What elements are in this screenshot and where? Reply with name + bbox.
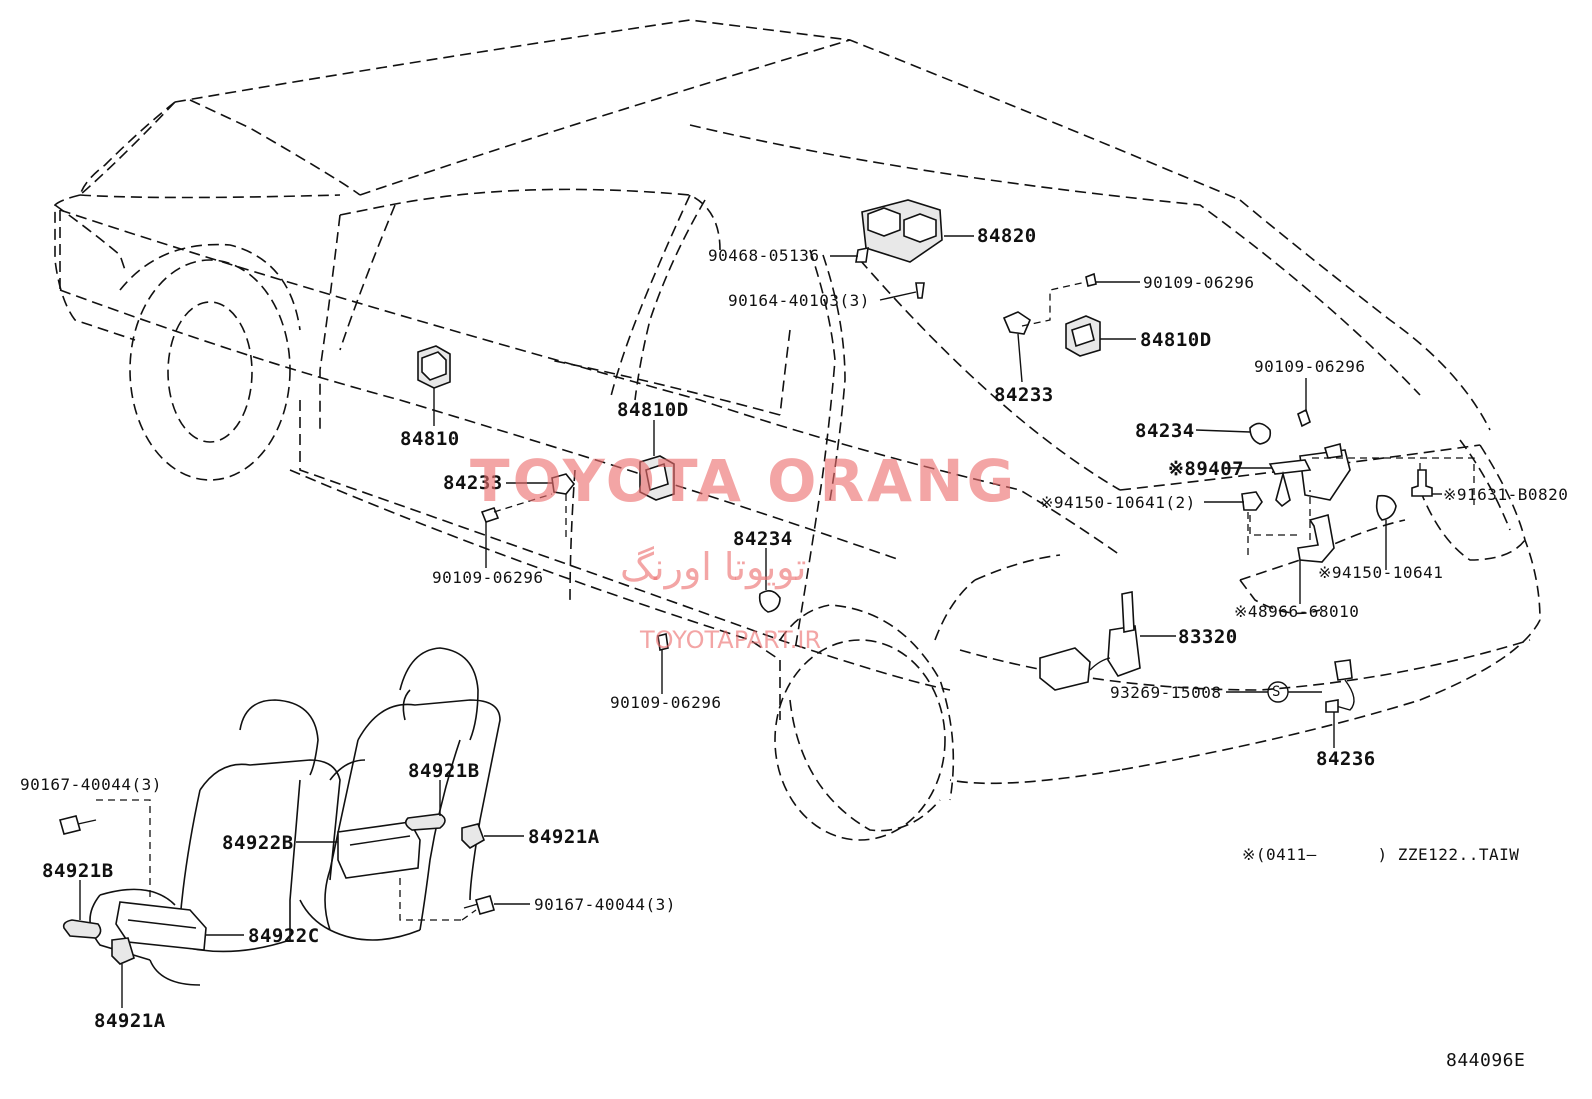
label-89407: ※89407 [1168, 458, 1245, 480]
label-90164-40103: 90164-40103(3) [728, 291, 870, 310]
label-90468-05136: 90468-05136 [708, 246, 820, 265]
rear-seat-drawing [89, 647, 501, 986]
applicability-note: ※(0411— ) ZZE122..TAIW [1242, 845, 1520, 864]
label-84820: 84820 [977, 225, 1037, 247]
seat-switch-84922C [115, 901, 207, 951]
label-84921B-lower: 84921B [42, 860, 114, 882]
knob-84921B-lower [62, 919, 102, 939]
screw-90109-top [1085, 272, 1097, 287]
switch-84233-right [1002, 311, 1031, 335]
nut-94150-a [1241, 491, 1263, 511]
switch-84233-middle [551, 473, 576, 495]
sensor-84236 [1325, 659, 1355, 713]
label-84922B: 84922B [222, 832, 294, 854]
label-90109-06296-top: 90109-06296 [1143, 273, 1255, 292]
label-90167-40044-a: 90167-40044(3) [20, 775, 162, 794]
label-93269-15008: 93269-15008 [1110, 683, 1222, 702]
knob-84921A-upper [461, 823, 485, 849]
screw-90109-lower [657, 633, 669, 651]
grommet-84234-middle [758, 590, 781, 613]
seat-switch-84922B [337, 821, 421, 879]
car-outline [54, 19, 1541, 841]
actuator-83320 [1039, 591, 1141, 691]
knob-84921A-lower [111, 937, 135, 965]
knob-84921B-upper [404, 813, 446, 831]
watermark-title: TOYOTA ORANG [470, 447, 1018, 515]
label-84922C: 84922C [248, 925, 320, 947]
screw-90109-right [1297, 408, 1311, 428]
circle-s-mark: S [1272, 684, 1281, 700]
label-84810D-middle: 84810D [617, 399, 689, 421]
label-94150-10641-2: ※94150-10641(2) [1040, 493, 1196, 512]
label-90109-06296-right: 90109-06296 [1254, 357, 1366, 376]
screw-90167-a [59, 815, 81, 835]
label-84236: 84236 [1316, 748, 1376, 770]
label-48966-68010: ※48966-68010 [1234, 602, 1360, 621]
label-84810: 84810 [400, 428, 460, 450]
label-90109-06296-left: 90109-06296 [432, 568, 544, 587]
label-90167-40044-b: 90167-40044(3) [534, 895, 676, 914]
grommet-84234-right [1249, 422, 1272, 445]
clip-90468 [855, 246, 869, 263]
screw-90164 [915, 282, 925, 299]
screw-90167-b [475, 895, 495, 915]
label-84810D-right: 84810D [1140, 329, 1212, 351]
label-84234-right: 84234 [1135, 420, 1195, 442]
watermark-persian: تویوتا اورنگ [620, 545, 807, 589]
master-switch-84820 [861, 199, 943, 263]
watermark-url: TOYOTAPART.IR [640, 626, 822, 654]
diagram-id: 844096E [1446, 1050, 1526, 1071]
height-sensor-89407 [1268, 443, 1351, 508]
label-90109-06296-lower: 90109-06296 [610, 693, 722, 712]
label-84233-middle: 84233 [443, 472, 503, 494]
label-84921B-upper: 84921B [408, 760, 480, 782]
switch-84810D-right [1065, 315, 1101, 357]
label-84234-middle: 84234 [733, 528, 793, 550]
label-91631-B0820: ※91631-B0820 [1443, 485, 1569, 504]
nut-94150-b [1375, 494, 1397, 521]
label-84921A-lower: 84921A [94, 1010, 166, 1032]
label-84233-right: 84233 [994, 384, 1054, 406]
bolt-91631 [1411, 469, 1433, 497]
label-84921A-upper: 84921A [528, 826, 600, 848]
switch-84810 [417, 345, 451, 389]
label-94150-10641: ※94150-10641 [1318, 563, 1444, 582]
switch-84810D-middle [639, 455, 675, 501]
bracket-48966 [1297, 513, 1335, 563]
leader-lines [79, 235, 1475, 1008]
label-83320: 83320 [1178, 626, 1238, 648]
